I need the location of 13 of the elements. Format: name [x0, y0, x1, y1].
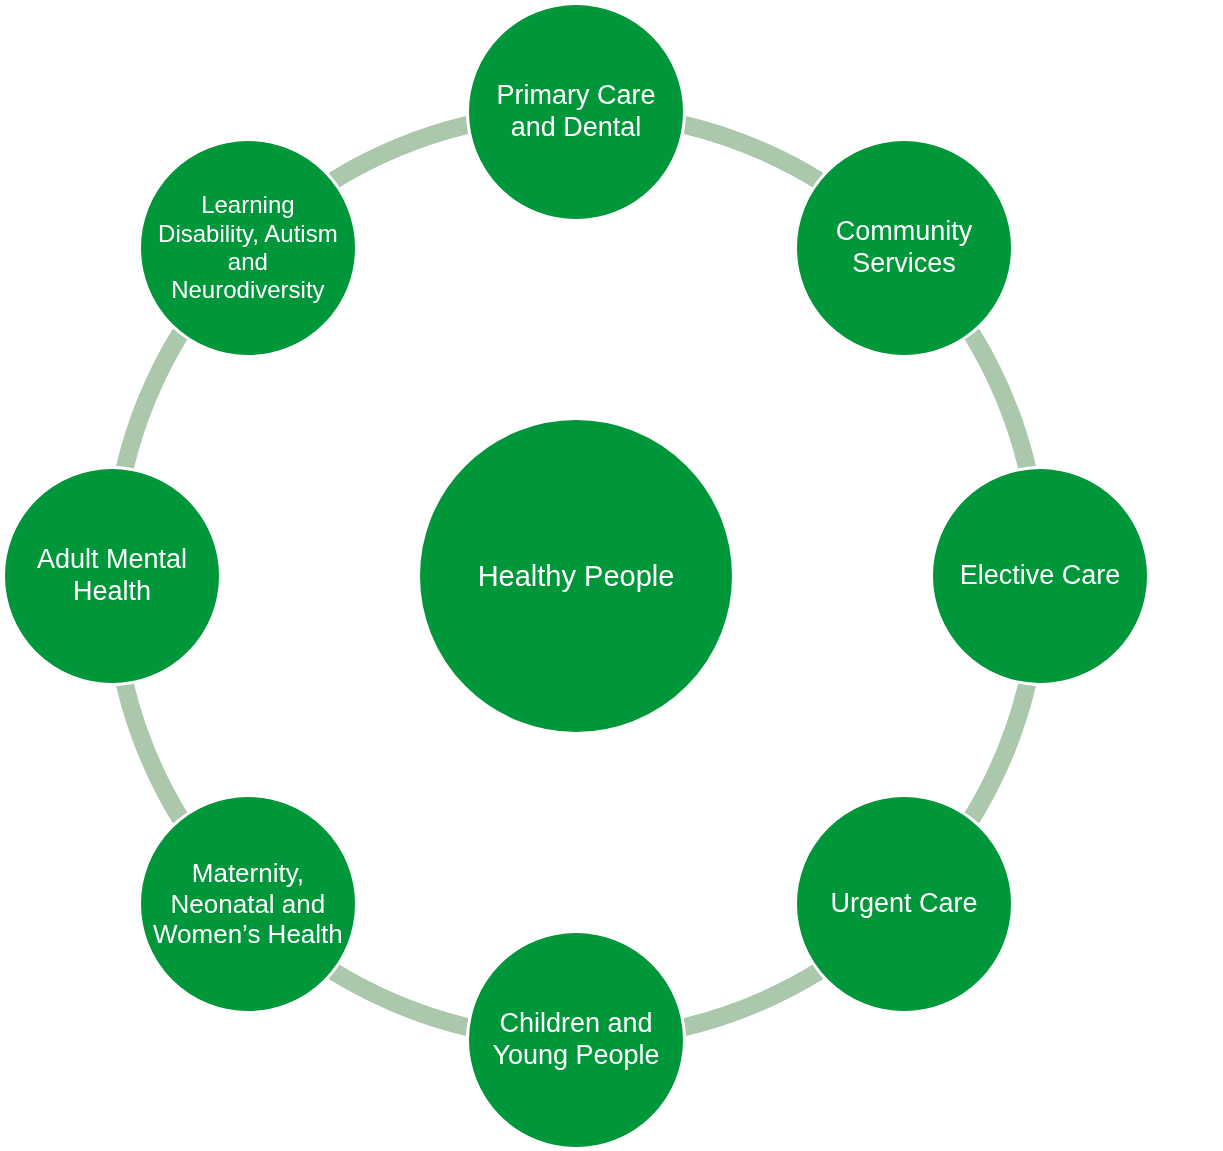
circle-label: Adult Mental Health: [35, 544, 189, 608]
ring-connector: [116, 681, 189, 824]
circle-label: Children and Young People: [491, 1008, 661, 1072]
circle-label: Community Services: [834, 216, 974, 280]
ring-connector: [116, 328, 189, 471]
ring-connector: [963, 328, 1036, 471]
circle-label: Urgent Care: [830, 888, 978, 920]
circle-label: Maternity, Neonatal and Women’s Health: [152, 858, 343, 951]
circle-label: Healthy People: [477, 558, 675, 594]
ring-connector: [963, 681, 1036, 824]
circle-label: Elective Care: [959, 560, 1121, 592]
circle-label: Primary Care and Dental: [495, 80, 657, 144]
circle-label: Learning Disability, Autism and Neurodiversity: [157, 191, 338, 305]
